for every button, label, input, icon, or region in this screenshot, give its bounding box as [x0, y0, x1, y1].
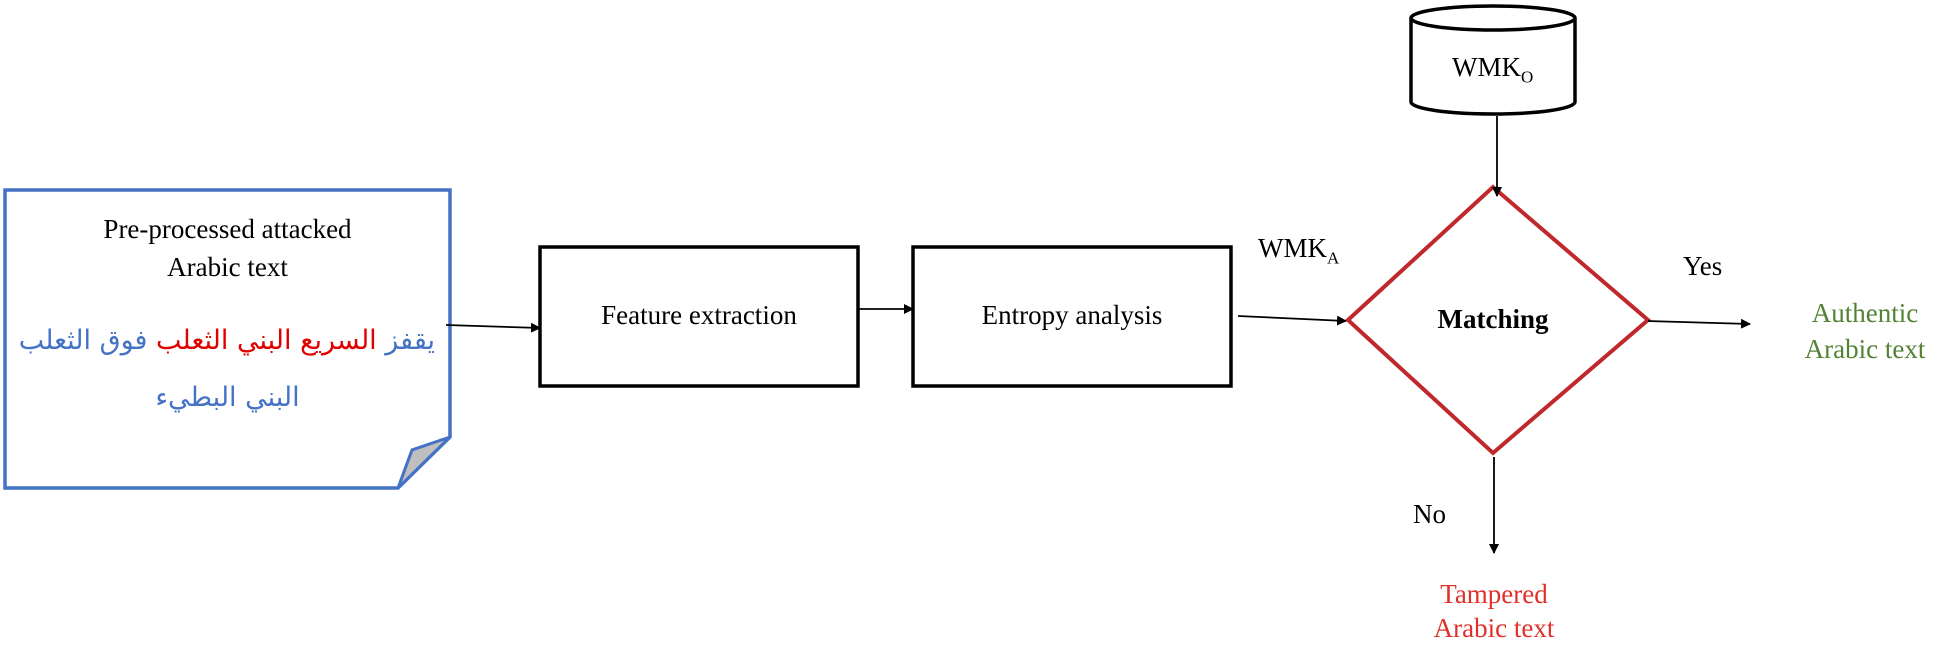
feature-extraction-box	[538, 245, 860, 388]
document-title-line1: Pre-processed attacked	[103, 214, 352, 244]
arabic-text-line1: يقفز السريع البني الثعلب فوق الثعلب	[18, 323, 435, 358]
entropy-analysis-label: Entropy analysis	[981, 300, 1163, 330]
arrow-matching-to-authentic	[1647, 318, 1751, 329]
wmk-attacked-label: WMKA	[1258, 231, 1339, 269]
arabic-text-line2: البني البطيء	[20, 380, 435, 415]
wmk-attacked-main: WMK	[1258, 233, 1327, 263]
authentic-line1: Authentic	[1811, 298, 1919, 328]
arrow-entropy-to-matching	[1237, 315, 1347, 326]
database-label: WMKO	[1452, 50, 1533, 88]
database-label-main: WMK	[1452, 52, 1521, 82]
arabic-words-blue-2: فوق الثعلب	[18, 325, 148, 356]
document-title-line2: Arabic text	[167, 252, 288, 282]
matching-label: Matching	[1437, 304, 1549, 334]
document-fold	[396, 435, 452, 490]
database-cylinder	[1409, 4, 1577, 116]
authentic-output: Authentic Arabic text	[1785, 295, 1945, 367]
tampered-line1: Tampered	[1440, 579, 1548, 609]
yes-label: Yes	[1683, 251, 1723, 281]
no-label: No	[1413, 499, 1446, 529]
wmk-attacked-subscript: A	[1327, 248, 1340, 268]
feature-extraction-label: Feature extraction	[601, 300, 797, 330]
tampered-output: Tampered Arabic text	[1404, 577, 1584, 645]
arrow-doc-to-feature	[445, 322, 541, 333]
entropy-analysis-box	[911, 245, 1233, 388]
matching-diamond	[1345, 184, 1652, 456]
authentic-line2: Arabic text	[1804, 334, 1926, 364]
document-title: Pre-processed attacked Arabic text	[5, 210, 450, 286]
database-label-subscript: O	[1521, 67, 1534, 87]
arabic-word-blue-1: يقفز	[385, 325, 435, 356]
arabic-words-blue-3: البني البطيء	[155, 382, 300, 413]
arabic-words-red: السريع البني الثعلب	[156, 325, 377, 356]
tampered-line2: Arabic text	[1433, 613, 1555, 643]
